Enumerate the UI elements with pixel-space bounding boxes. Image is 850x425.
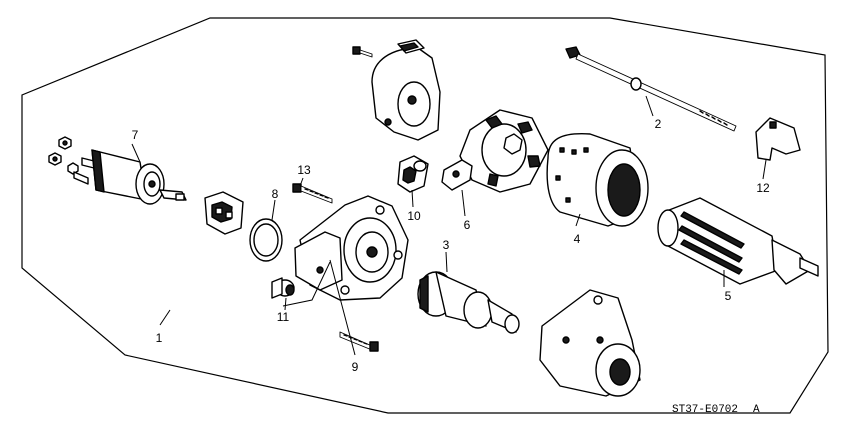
callout-4: 4 <box>574 232 581 246</box>
part-7-solenoid[interactable] <box>48 136 187 205</box>
callout-9: 9 <box>352 360 359 374</box>
rear-cover <box>352 39 441 141</box>
leader-lines <box>131 95 767 356</box>
callout-7: 7 <box>132 128 139 142</box>
callout-11: 11 <box>277 310 290 324</box>
part-11-bushing[interactable] <box>271 277 295 299</box>
part-3-pinion-clutch[interactable] <box>417 271 520 334</box>
assembly-outline <box>21 17 829 414</box>
callout-labels: 1 2 3 4 5 6 7 8 9 10 11 12 13 <box>132 117 770 374</box>
callout-2: 2 <box>655 117 662 131</box>
part-13-bolt[interactable] <box>292 183 333 204</box>
callout-8: 8 <box>272 187 279 201</box>
connector-bracket <box>204 191 244 235</box>
part-12-bracket[interactable] <box>755 117 801 161</box>
part-9-bolt[interactable] <box>339 331 379 352</box>
callout-6: 6 <box>464 218 471 232</box>
reference-code-block: ST37-E0702 A <box>672 404 760 416</box>
part-8-o-ring[interactable] <box>249 218 283 262</box>
callout-1: 1 <box>156 331 163 345</box>
revision-letter: A <box>753 404 760 416</box>
callout-13: 13 <box>297 163 311 177</box>
part-4-yoke[interactable] <box>546 133 649 227</box>
part-2-through-bolt[interactable] <box>565 46 737 132</box>
part-10-brush-holder-piece[interactable] <box>397 155 429 193</box>
callout-5: 5 <box>725 289 732 303</box>
part-5-armature[interactable] <box>657 197 819 285</box>
reference-code: ST37-E0702 <box>672 404 738 416</box>
part-6-brush-holder[interactable] <box>441 109 549 193</box>
callout-12: 12 <box>756 181 770 195</box>
gear-housing <box>294 195 409 301</box>
callout-10: 10 <box>407 209 421 223</box>
callout-3: 3 <box>443 238 450 252</box>
front-housing <box>539 289 641 397</box>
